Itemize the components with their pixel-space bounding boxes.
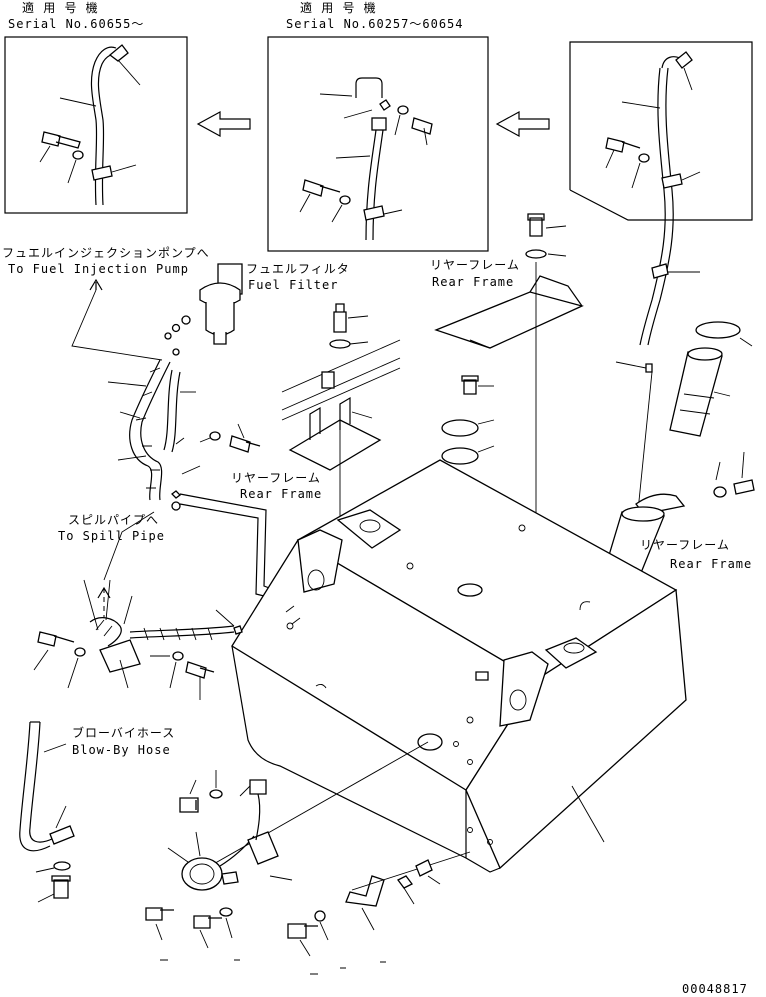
label-rear-frame-top-en: Rear Frame	[432, 275, 514, 289]
bolt	[179, 797, 199, 813]
label-fuel-injection-pump-en: To Fuel Injection Pump	[8, 262, 189, 276]
label-rear-frame-mid-en: Rear Frame	[240, 487, 322, 501]
fuel-filter-bowl	[205, 302, 235, 336]
left-frame-area: リヤーフレーム Rear Frame	[231, 303, 401, 540]
dipstick-tube	[365, 129, 377, 241]
bolt	[51, 875, 71, 899]
wire-connector	[249, 779, 267, 795]
fuel-hose	[129, 359, 161, 501]
washer	[713, 486, 727, 498]
bolt	[302, 179, 341, 197]
gasket	[441, 447, 479, 465]
bolt	[733, 479, 755, 495]
inset-left-title: 適 用 号 機	[22, 0, 99, 15]
inset-middle-frame	[267, 36, 489, 252]
washer	[53, 861, 71, 871]
fuel-gauge-sender-area	[145, 741, 429, 949]
bottom-clamp-area	[160, 851, 471, 975]
blowby-hose-area: ブローバイホース Blow-By Hose	[19, 721, 175, 903]
fuel-filter-area: フュエルインジェクションポンプへ To Fuel Injection Pump …	[2, 246, 350, 605]
drawing-number: 00048817	[682, 982, 748, 996]
hose-clamp	[49, 825, 75, 845]
label-rear-frame-top-jp: リヤーフレーム	[430, 258, 520, 272]
blowby-hose	[19, 721, 51, 852]
inset-right-frame	[569, 41, 753, 221]
mount-bracket	[345, 875, 385, 907]
clamp	[661, 173, 683, 189]
label-spill-pipe-jp: スピルパイプへ	[68, 513, 159, 527]
sender-connector	[247, 831, 279, 865]
strainer	[669, 351, 723, 437]
tank-mount-bracket	[297, 529, 343, 593]
label-fuel-filter-jp: フュエルフィルタ	[246, 262, 350, 276]
fuel-tank	[231, 459, 687, 873]
bolt	[185, 661, 215, 679]
filler-cap	[695, 321, 741, 339]
label-fuel-filter-en: Fuel Filter	[248, 278, 338, 292]
label-fuel-injection-pump-jp: フュエルインジェクションポンプへ	[2, 246, 210, 260]
arrow-up-icon	[89, 278, 103, 291]
bolt	[461, 375, 479, 395]
washer	[329, 339, 351, 349]
label-rear-frame-mid-jp: リヤーフレーム	[231, 471, 321, 485]
inset-middle-title: 適 用 号 機	[300, 0, 377, 15]
label-rear-frame-right-en: Rear Frame	[670, 557, 752, 571]
bolt	[527, 213, 545, 237]
bolt	[229, 435, 261, 453]
inset-left-frame	[4, 36, 188, 214]
dipstick-tube	[90, 46, 117, 206]
bolt	[193, 915, 222, 929]
arrow-left	[495, 110, 550, 138]
tube-cap	[108, 44, 129, 62]
arrow-left	[196, 110, 251, 138]
bolt	[37, 631, 75, 647]
washer	[397, 105, 409, 115]
label-spill-pipe-en: To Spill Pipe	[58, 529, 165, 543]
gauge-port	[457, 583, 483, 597]
label-rear-frame-right-jp: リヤーフレーム	[640, 538, 730, 552]
label-blowby-hose-en: Blow-By Hose	[72, 743, 171, 757]
bolt	[41, 131, 81, 149]
bolt	[411, 117, 433, 135]
inset-left-serial: Serial No.60655～	[8, 17, 144, 31]
inset-middle: 適 用 号 機 Serial No.60257～60654	[267, 0, 489, 252]
bolt	[333, 303, 347, 333]
spill-clamp-bracket	[99, 639, 141, 673]
arrow-up-icon	[97, 586, 111, 599]
label-blowby-hose-jp: ブローバイホース	[72, 725, 175, 740]
bolt	[145, 907, 174, 921]
drain-port	[417, 733, 443, 751]
clamp	[91, 165, 113, 181]
bolt	[287, 923, 318, 939]
washer	[72, 150, 84, 160]
bolt	[605, 137, 641, 153]
gasket	[441, 419, 479, 437]
u-bolt	[355, 77, 383, 98]
washer	[525, 249, 547, 259]
frame-mount-plate	[288, 419, 382, 471]
clamp	[363, 205, 385, 221]
right-frame-mount-area: リヤーフレーム Rear Frame	[430, 213, 584, 652]
frame-plate-top	[434, 291, 584, 349]
fuel-gauge-sender	[181, 857, 223, 891]
inset-right	[569, 41, 753, 346]
washer	[314, 910, 326, 922]
spill-pipe-area: スピルパイプへ To Spill Pipe	[33, 511, 243, 700]
inset-left: 適 用 号 機 Serial No.60655～	[4, 0, 188, 214]
spill-hose	[89, 617, 122, 647]
inset-middle-serial: Serial No.60257～60654	[286, 17, 464, 31]
dipstick-tube	[639, 67, 666, 346]
